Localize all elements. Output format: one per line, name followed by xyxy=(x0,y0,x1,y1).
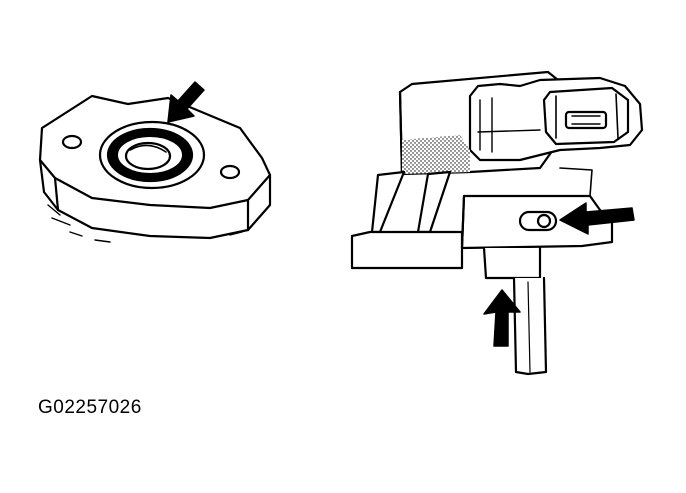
flange-component xyxy=(38,94,272,243)
sensor-neck xyxy=(482,246,542,280)
arrow-icon-slot xyxy=(559,202,635,235)
sensor-component xyxy=(350,70,644,376)
bolt-hole-right xyxy=(219,164,241,180)
bolt-hole-left xyxy=(61,134,83,150)
arrow-icon-seal xyxy=(167,81,205,123)
mounting-flange xyxy=(350,230,464,270)
seal-ring-outer xyxy=(98,120,206,190)
housing-ribs xyxy=(370,170,452,234)
flange-hatching xyxy=(47,204,243,243)
flange-side xyxy=(38,158,272,240)
figure-id-label: G02257026 xyxy=(38,397,142,418)
arrow-icon-probe xyxy=(483,289,521,347)
sensor-probe xyxy=(512,276,548,376)
seal-ring-inner xyxy=(124,141,172,171)
connector-pin-slot xyxy=(564,110,608,130)
flange-plate xyxy=(38,94,272,210)
